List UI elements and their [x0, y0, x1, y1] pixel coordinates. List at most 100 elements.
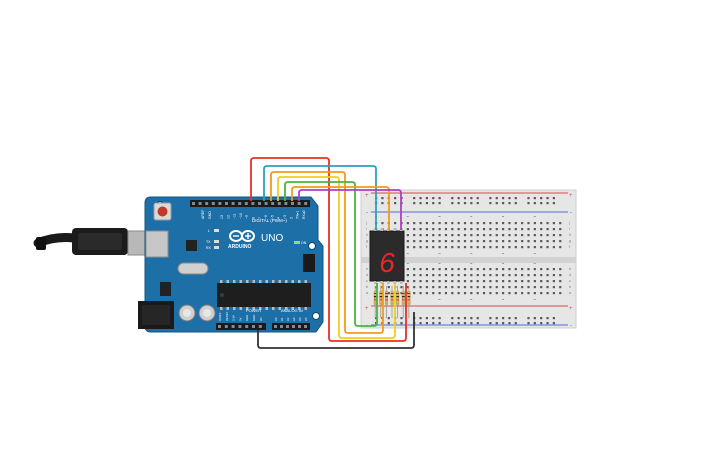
breadboard-hole[interactable] [387, 322, 390, 325]
breadboard-hole[interactable] [533, 228, 536, 231]
breadboard-hole[interactable] [502, 292, 505, 295]
breadboard-hole[interactable] [508, 322, 511, 325]
header-pin[interactable] [298, 325, 301, 328]
breadboard-hole[interactable] [463, 240, 467, 243]
breadboard-hole[interactable] [444, 240, 448, 243]
breadboard-hole[interactable] [419, 286, 422, 289]
breadboard-hole[interactable] [527, 274, 530, 277]
breadboard-hole[interactable] [508, 202, 511, 205]
wire-black[interactable] [257, 312, 415, 349]
breadboard-hole[interactable] [419, 292, 422, 295]
header-pin[interactable] [258, 202, 261, 205]
breadboard-hole[interactable] [546, 202, 549, 205]
breadboard-hole[interactable] [482, 234, 486, 237]
breadboard-hole[interactable] [432, 292, 435, 295]
breadboard-hole[interactable] [495, 197, 498, 200]
breadboard-hole[interactable] [432, 202, 435, 205]
breadboard-hole[interactable] [527, 202, 530, 205]
breadboard-hole[interactable] [470, 292, 473, 295]
breadboard-hole[interactable] [451, 222, 454, 225]
breadboard-hole[interactable] [419, 228, 422, 231]
breadboard-hole[interactable] [463, 228, 467, 231]
breadboard-hole[interactable] [425, 240, 428, 243]
breadboard-hole[interactable] [394, 202, 397, 205]
breadboard-hole[interactable] [533, 246, 536, 249]
breadboard-hole[interactable] [387, 292, 390, 295]
breadboard-hole[interactable] [552, 234, 555, 237]
breadboard-hole[interactable] [559, 246, 562, 249]
breadboard-hole[interactable] [457, 234, 460, 237]
breadboard-hole[interactable] [432, 246, 435, 249]
header-pin[interactable] [264, 202, 268, 205]
breadboard-hole[interactable] [476, 286, 479, 289]
breadboard-hole[interactable] [514, 280, 517, 283]
breadboard-hole[interactable] [419, 274, 422, 277]
breadboard-hole[interactable] [559, 274, 562, 277]
breadboard-hole[interactable] [521, 234, 524, 237]
breadboard-hole[interactable] [514, 274, 517, 277]
breadboard-hole[interactable] [514, 197, 517, 200]
breadboard-hole[interactable] [540, 246, 543, 249]
breadboard-hole[interactable] [463, 322, 467, 325]
breadboard-hole[interactable] [540, 240, 543, 243]
breadboard-hole[interactable] [508, 317, 511, 320]
breadboard-hole[interactable] [540, 274, 543, 277]
breadboard-hole[interactable] [444, 286, 448, 289]
header-pin[interactable] [274, 325, 277, 328]
breadboard-hole[interactable] [527, 268, 530, 271]
breadboard-hole[interactable] [425, 317, 428, 320]
breadboard-hole[interactable] [451, 280, 454, 283]
breadboard-hole[interactable] [521, 292, 524, 295]
breadboard-hole[interactable] [495, 286, 498, 289]
breadboard-hole[interactable] [419, 234, 422, 237]
breadboard-hole[interactable] [482, 246, 486, 249]
header-pin[interactable] [224, 325, 228, 328]
breadboard-hole[interactable] [540, 228, 543, 231]
breadboard-hole[interactable] [413, 222, 416, 225]
breadboard-hole[interactable] [444, 234, 448, 237]
breadboard-hole[interactable] [470, 240, 473, 243]
breadboard-hole[interactable] [533, 222, 536, 225]
breadboard-hole[interactable] [451, 317, 454, 320]
breadboard-hole[interactable] [425, 322, 428, 325]
header-pin[interactable] [284, 202, 288, 205]
breadboard-hole[interactable] [552, 246, 555, 249]
breadboard-hole[interactable] [546, 274, 549, 277]
breadboard-hole[interactable] [419, 322, 422, 325]
breadboard-hole[interactable] [432, 197, 435, 200]
breadboard-hole[interactable] [540, 286, 543, 289]
breadboard-hole[interactable] [546, 280, 549, 283]
breadboard-hole[interactable] [495, 202, 498, 205]
breadboard-hole[interactable] [508, 286, 511, 289]
breadboard-hole[interactable] [559, 234, 562, 237]
reset-button-cap[interactable] [157, 206, 168, 217]
header-pin[interactable] [271, 202, 275, 205]
breadboard-hole[interactable] [540, 222, 543, 225]
breadboard-hole[interactable] [489, 280, 492, 283]
breadboard-hole[interactable] [533, 268, 536, 271]
breadboard-hole[interactable] [508, 292, 511, 295]
breadboard-hole[interactable] [425, 280, 428, 283]
header-pin[interactable] [205, 202, 209, 205]
breadboard-hole[interactable] [381, 202, 384, 205]
breadboard-hole[interactable] [413, 268, 416, 271]
breadboard-hole[interactable] [432, 274, 435, 277]
breadboard-hole[interactable] [425, 268, 428, 271]
header-pin[interactable] [244, 202, 248, 205]
breadboard-hole[interactable] [482, 268, 486, 271]
breadboard-hole[interactable] [527, 322, 530, 325]
breadboard-hole[interactable] [540, 202, 543, 205]
breadboard-hole[interactable] [533, 240, 536, 243]
breadboard-hole[interactable] [533, 286, 536, 289]
breadboard-hole[interactable] [457, 292, 460, 295]
breadboard-hole[interactable] [444, 246, 448, 249]
header-pin[interactable] [231, 325, 235, 328]
breadboard-hole[interactable] [438, 292, 441, 295]
breadboard-hole[interactable] [432, 222, 435, 225]
breadboard-hole[interactable] [457, 197, 460, 200]
breadboard-hole[interactable] [527, 292, 530, 295]
breadboard-hole[interactable] [470, 234, 473, 237]
breadboard-hole[interactable] [489, 268, 492, 271]
breadboard-hole[interactable] [546, 240, 549, 243]
breadboard-hole[interactable] [463, 246, 467, 249]
